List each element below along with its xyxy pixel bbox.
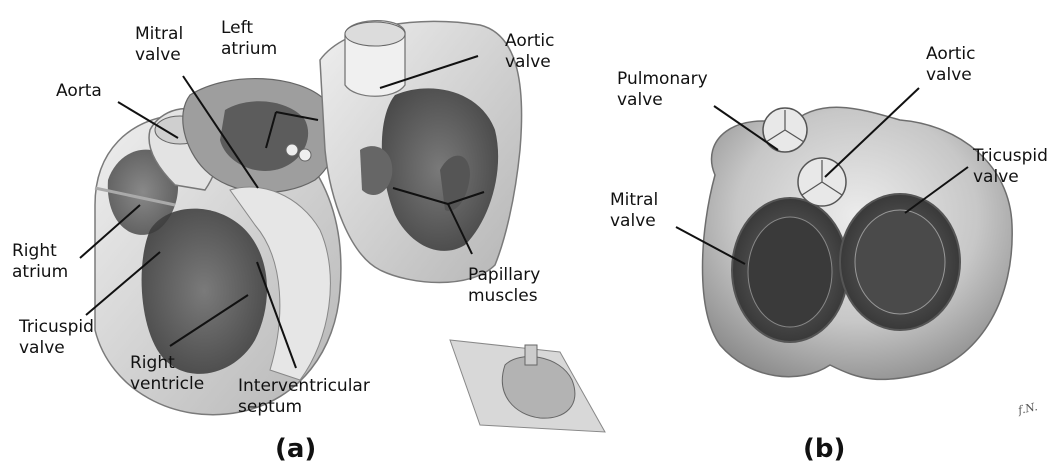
tricuspid-leaflets	[855, 210, 945, 314]
label-mitral-valve-b: Mitral valve	[610, 190, 658, 232]
label-right-ventricle-a: Right ventricle	[130, 353, 204, 395]
label-aortic-valve-b: Aortic valve	[926, 44, 975, 86]
panel-mark-b: (b)	[803, 434, 845, 464]
coronary-vessel-shape	[286, 144, 298, 156]
coronary-vessel-shape	[299, 149, 311, 161]
panel-mark-a: (a)	[275, 434, 316, 464]
label-tricuspid-valve-b: Tricuspid valve	[973, 146, 1048, 188]
label-tricuspid-valve-a: Tricuspid valve	[19, 317, 94, 359]
label-right-atrium-a: Right atrium	[12, 241, 68, 283]
orientation-thumbnail	[450, 340, 605, 432]
thumbnail-aorta	[525, 345, 537, 365]
label-mitral-valve-a: Mitral valve	[135, 24, 183, 66]
label-aortic-valve-a: Aortic valve	[505, 31, 554, 73]
label-septum-a: Interventricular septum	[238, 376, 370, 418]
label-pulmonary-valve-b: Pulmonary valve	[617, 69, 708, 111]
label-left-atrium-a: Left atrium	[221, 18, 277, 60]
mitral-leaflets	[748, 217, 832, 327]
valve-plane-drawing	[703, 107, 1013, 379]
label-aorta-a: Aorta	[56, 81, 102, 102]
aortic-root-opening	[345, 22, 405, 46]
right-ventricle-cavity	[142, 209, 267, 374]
label-papillary-muscles-a: Papillary muscles	[468, 265, 540, 307]
